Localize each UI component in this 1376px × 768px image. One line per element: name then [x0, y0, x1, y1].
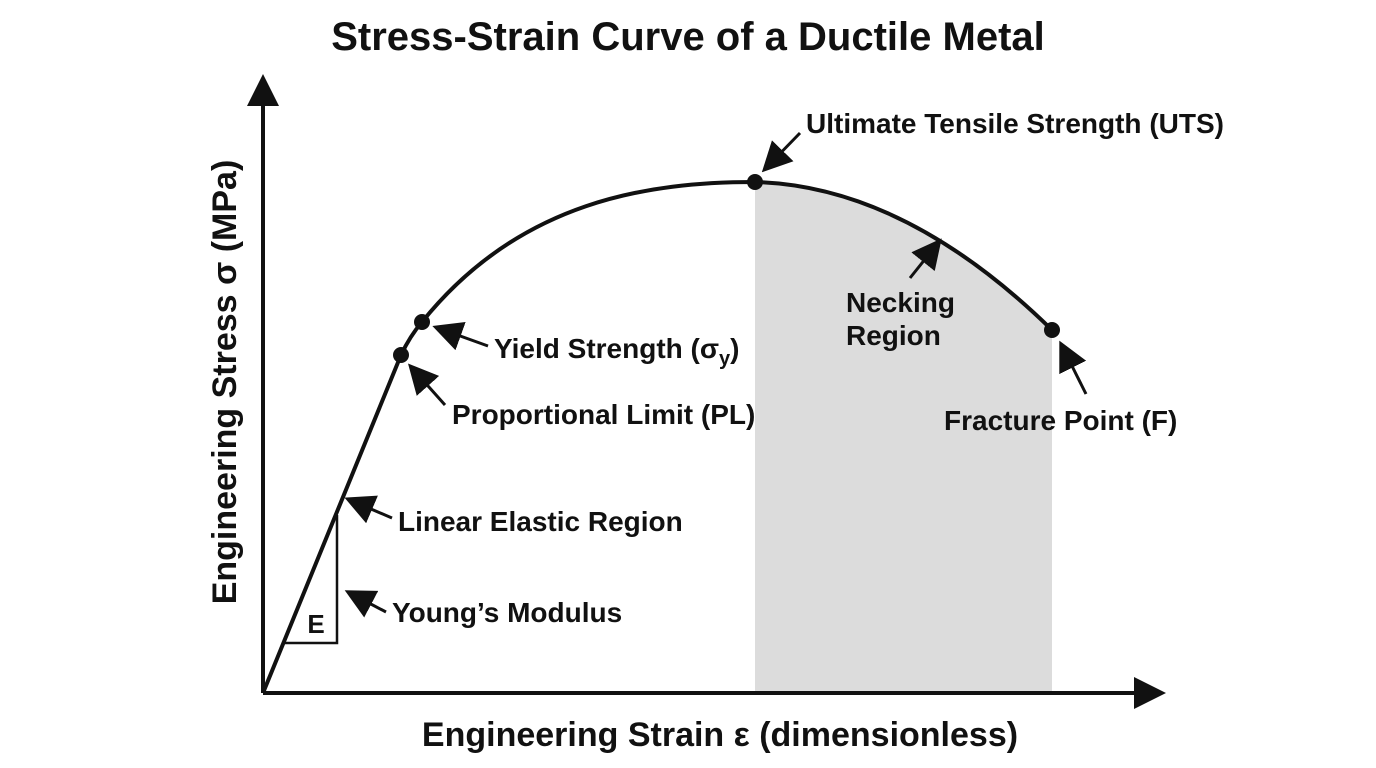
- diagram-title: Stress-Strain Curve of a Ductile Metal: [331, 15, 1045, 59]
- linear-elastic-label: Linear Elastic Region: [398, 506, 683, 537]
- necking-arrow: [908, 238, 942, 279]
- proportional-limit-label: Proportional Limit (PL): [452, 399, 755, 430]
- y-axis-label: Engineering Stress σ (MPa): [206, 160, 244, 605]
- necking-label-line2: Region: [846, 320, 941, 351]
- youngs-modulus-label: Young’s Modulus: [392, 597, 622, 628]
- youngs-modulus-triangle: [284, 515, 339, 645]
- uts-point: [747, 174, 763, 190]
- proportional-limit-point: [393, 347, 409, 363]
- uts-label: Ultimate Tensile Strength (UTS): [806, 108, 1224, 139]
- fracture-arrow: [1059, 340, 1088, 395]
- yield-strength-point: [414, 314, 430, 330]
- necking-label-line1: Necking: [846, 287, 955, 318]
- yield-label-suffix: ): [730, 333, 739, 364]
- necking-region-shade: [755, 182, 1052, 693]
- yield-strength-label: Yield Strength (σy): [494, 333, 739, 370]
- fracture-label: Fracture Point (F): [944, 405, 1177, 436]
- yield-label-prefix: Yield Strength (σ: [494, 333, 719, 364]
- yield-arrow: [432, 322, 489, 351]
- linear-elastic-arrow: [344, 495, 393, 524]
- yield-label-subscript: y: [719, 348, 731, 370]
- uts-arrow: [761, 131, 802, 173]
- x-axis-label: Engineering Strain ε (dimensionless): [422, 716, 1018, 754]
- modulus-symbol: E: [307, 609, 324, 639]
- youngs-modulus-arrow: [344, 590, 387, 618]
- proportional-limit-arrow: [408, 363, 447, 406]
- fracture-point: [1044, 322, 1060, 338]
